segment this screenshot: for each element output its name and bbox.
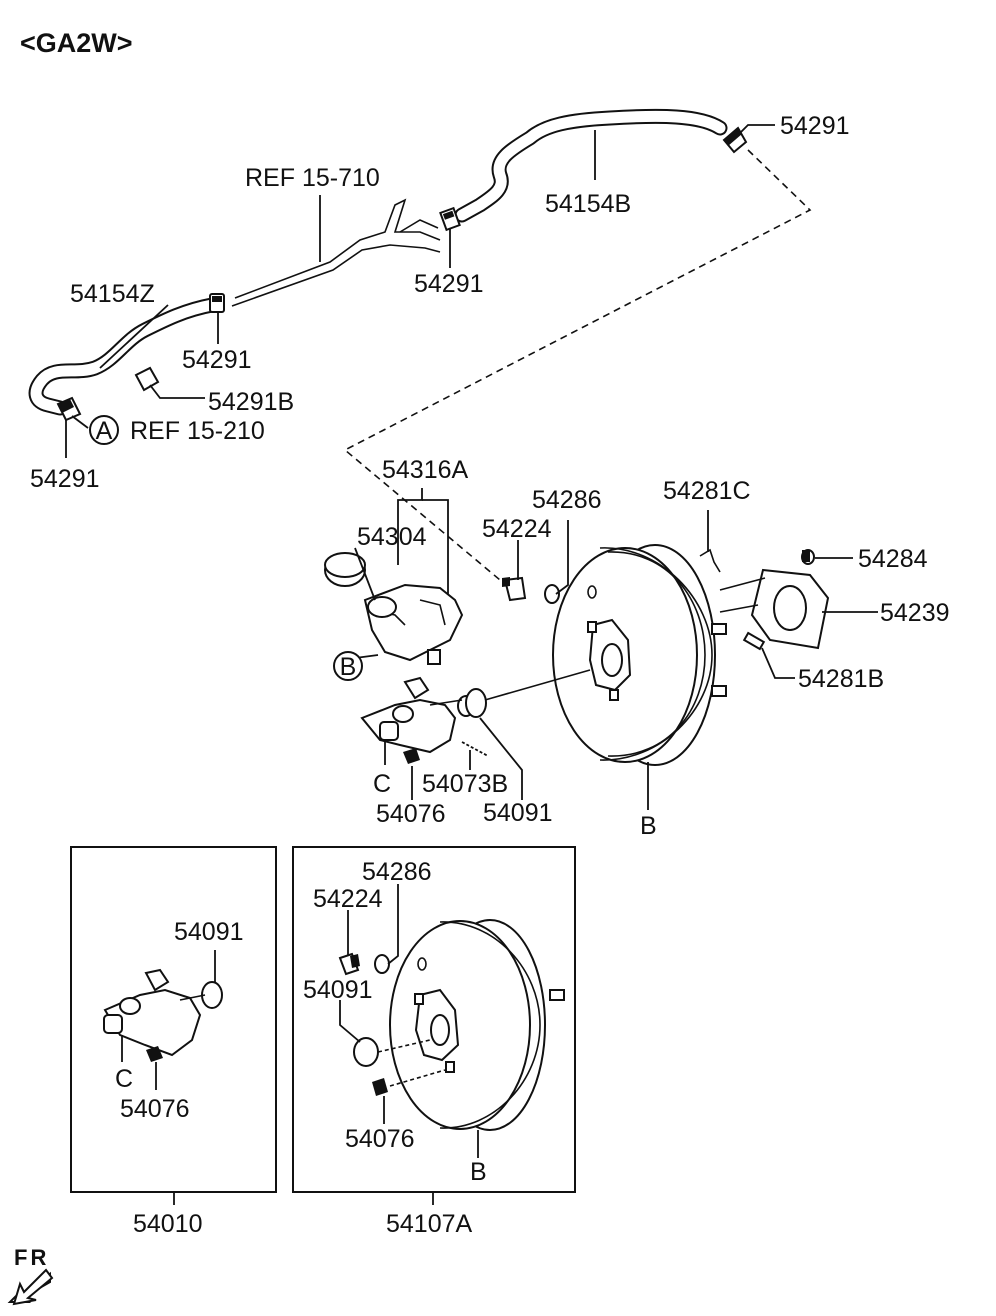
brake-fluid-reservoir-54316a (363, 583, 464, 665)
label-54304: 54304 (357, 523, 427, 551)
pipe-ref-15-710 (231, 198, 441, 307)
marker-b: B (333, 651, 363, 681)
booster-alignment-line (484, 669, 591, 701)
label-54291-top: 54291 (780, 112, 850, 140)
left-box-label-54076: 54076 (120, 1095, 190, 1123)
o-ring-54091 (465, 688, 487, 718)
label-54286: 54286 (532, 486, 602, 514)
hose-connector-54291-bottom (56, 396, 82, 422)
label-c-master-cylinder: C (373, 770, 391, 798)
assembly-label-54010: 54010 (133, 1210, 203, 1238)
left-box-label-54091: 54091 (174, 918, 244, 946)
pin-54281c (699, 548, 721, 573)
label-54291-mid: 54291 (414, 270, 484, 298)
label-ref-15-210: REF 15-210 (130, 417, 265, 445)
assembly-box-54010 (70, 846, 277, 1205)
vacuum-hose-54154b (454, 108, 728, 223)
hose-connector-54291-left (209, 293, 225, 313)
right-box-label-54286: 54286 (362, 858, 432, 886)
label-54291-bottom: 54291 (30, 465, 100, 493)
label-b-booster: B (640, 812, 657, 840)
pin-54073b (461, 741, 489, 757)
marker-b-text: B (340, 653, 357, 681)
gasket-54239 (750, 568, 830, 650)
vacuum-hose-54154z (28, 297, 220, 416)
nut-54284 (801, 549, 815, 565)
label-54281c: 54281C (663, 477, 751, 505)
label-54073b: 54073B (422, 770, 508, 798)
grommet-54076 (403, 748, 420, 764)
check-valve-54224 (502, 576, 527, 602)
reservoir-cap-54304 (324, 552, 366, 587)
diagram-code-header: <GA2W> (20, 28, 133, 58)
right-box-label-54091: 54091 (303, 976, 373, 1004)
clevis-pin-54281b (742, 631, 766, 651)
master-cylinder (360, 676, 475, 754)
hose-connector-54291-mid (439, 206, 461, 232)
label-54154z: 54154Z (70, 280, 155, 308)
label-54091: 54091 (483, 799, 553, 827)
hose-clip-54291b (134, 366, 160, 392)
front-label: FR (14, 1245, 49, 1270)
label-54316a: 54316A (382, 456, 469, 484)
right-box-label-54076: 54076 (345, 1125, 415, 1153)
label-54154b: 54154B (545, 190, 631, 218)
label-54291-left: 54291 (182, 346, 252, 374)
brake-booster-b (552, 544, 727, 766)
label-ref-15-710: REF 15-710 (245, 164, 380, 192)
marker-a-text: A (96, 417, 113, 445)
left-box-label-c: C (115, 1065, 133, 1093)
right-box-label-b: B (470, 1158, 487, 1186)
right-box-label-54224: 54224 (313, 885, 383, 913)
label-54291b: 54291B (208, 388, 294, 416)
label-54239: 54239 (880, 599, 950, 627)
check-valve-grommet-54286 (544, 584, 597, 604)
label-54224: 54224 (482, 515, 552, 543)
label-54281b: 54281B (798, 665, 884, 693)
hose-connector-54291-top (722, 126, 748, 154)
connection-dashed-line (343, 149, 812, 581)
gasket-alignment-lines (719, 577, 766, 613)
front-direction-arrow-icon: FR (7, 1245, 54, 1306)
marker-a: A (89, 415, 119, 445)
assembly-box-54107a (292, 846, 576, 1205)
label-54284: 54284 (858, 545, 928, 573)
label-54076: 54076 (376, 800, 446, 828)
assembly-label-54107a: 54107A (386, 1210, 473, 1238)
